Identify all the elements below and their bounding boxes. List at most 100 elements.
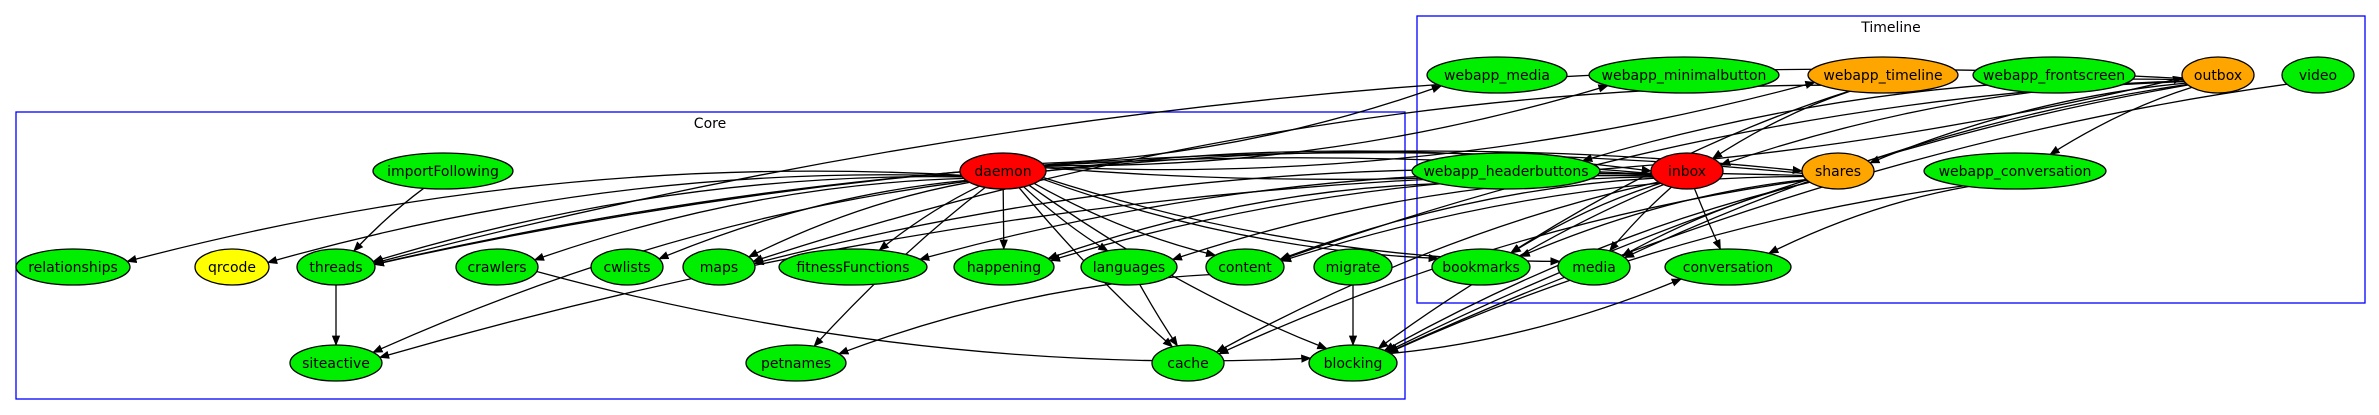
node-threads: threads <box>296 248 376 286</box>
node-importFollowing-shape <box>372 152 514 190</box>
node-webapp_headerbuttons-label: webapp_headerbuttons <box>1423 164 1588 180</box>
node-qrcode-label: qrcode <box>208 260 256 276</box>
node-bookmarks: bookmarks <box>1431 248 1531 286</box>
edge-daemon-to-happening <box>999 188 1008 251</box>
edge-daemon-to-threads <box>372 176 963 263</box>
node-shares-label: shares <box>1815 164 1861 180</box>
node-inbox-label: inbox <box>1668 164 1706 180</box>
node-threads-shape <box>296 248 376 286</box>
node-webapp_timeline: webapp_timeline <box>1807 56 1959 94</box>
node-petnames-shape <box>745 344 847 382</box>
node-webapp_frontscreen-shape <box>1972 56 2136 94</box>
node-cache: cache <box>1151 344 1225 382</box>
cluster-core: Core <box>15 111 1406 400</box>
node-relationships-shape <box>15 248 131 286</box>
node-daemon-shape <box>959 152 1047 190</box>
node-conversation-label: conversation <box>1683 260 1773 276</box>
edge-webapp_headerbuttons-to-happening <box>1047 183 1440 260</box>
node-languages-shape <box>1080 248 1178 286</box>
node-webapp_minimalbutton-label: webapp_minimalbutton <box>1602 68 1767 84</box>
edge-daemon-to-bookmarks <box>1041 178 1440 263</box>
node-video-label: video <box>2299 68 2337 84</box>
edge-outbox-to-blocking <box>1386 84 2189 353</box>
edge-webapp_conversation-to-blocking <box>1387 185 1964 354</box>
node-threads-label: threads <box>309 260 362 276</box>
edge-daemon-to-fitnessFunctions <box>878 185 980 251</box>
node-migrate-shape <box>1313 248 1393 286</box>
edge-outbox-to-webapp_conversation <box>2049 86 2192 155</box>
node-fitnessFunctions-shape <box>778 248 928 286</box>
edge-daemon-to-maps <box>747 181 970 258</box>
node-bookmarks-shape <box>1431 248 1531 286</box>
node-webapp_conversation: webapp_conversation <box>1923 152 2107 190</box>
nodes: webapp_media webapp_minimalbutton webapp_t… <box>15 56 2355 382</box>
edge-inbox-to-languages <box>1171 176 1654 261</box>
node-bookmarks-label: bookmarks <box>1442 260 1520 276</box>
edge-daemon-to-crawlers <box>533 177 964 261</box>
edges <box>126 68 2288 363</box>
node-webapp_media-label: webapp_media <box>1444 68 1550 84</box>
node-webapp_timeline-label: webapp_timeline <box>1823 68 1942 84</box>
node-qrcode: qrcode <box>194 248 270 286</box>
node-outbox-label: outbox <box>2194 68 2242 84</box>
node-happening-shape <box>953 248 1055 286</box>
edge-inbox-to-bookmarks <box>1510 182 1661 254</box>
node-crawlers-label: crawlers <box>467 260 526 276</box>
edge-daemon-to-qrcode <box>266 174 962 264</box>
node-migrate-label: migrate <box>1326 260 1381 276</box>
node-media-label: media <box>1572 260 1616 276</box>
node-cwlists-label: cwlists <box>603 260 650 276</box>
node-webapp_media: webapp_media <box>1426 56 1568 94</box>
edge-daemon-to-webapp_media <box>1041 85 1443 165</box>
node-relationships: relationships <box>15 248 131 286</box>
node-shares: shares <box>1801 152 1875 190</box>
node-cache-label: cache <box>1167 356 1208 372</box>
edge-blocking-to-conversation <box>1390 278 1683 355</box>
cluster-core-label: Core <box>694 116 726 132</box>
node-cache-shape <box>1151 344 1225 382</box>
node-importFollowing: importFollowing <box>372 152 514 190</box>
edge-daemon-to-webapp_timeline <box>1044 80 1816 171</box>
node-daemon: daemon <box>959 152 1047 190</box>
edge-inbox-to-media <box>1609 186 1672 252</box>
node-fitnessFunctions-label: fitnessFunctions <box>796 260 909 276</box>
node-blocking: blocking <box>1308 344 1398 382</box>
edge-daemon-to-content <box>1033 182 1217 258</box>
node-webapp_frontscreen-label: webapp_frontscreen <box>1983 68 2125 84</box>
edge-webapp_conversation-to-conversation <box>1767 185 1969 254</box>
node-maps: maps <box>682 248 756 286</box>
node-maps-label: maps <box>700 260 738 276</box>
node-importFollowing-label: importFollowing <box>387 164 499 180</box>
edge-inbox-to-cache <box>1215 181 1659 353</box>
node-conversation: conversation <box>1664 248 1792 286</box>
node-shares-shape <box>1801 152 1875 190</box>
node-webapp_minimalbutton-shape <box>1588 56 1780 94</box>
node-petnames: petnames <box>745 344 847 382</box>
edge-daemon-to-relationships <box>126 170 962 264</box>
node-happening: happening <box>953 248 1055 286</box>
node-content: content <box>1205 248 1285 286</box>
node-qrcode-shape <box>194 248 270 286</box>
edge-daemon-to-languages <box>1023 186 1109 252</box>
node-conversation-shape <box>1664 248 1792 286</box>
cluster-timeline-label: Timeline <box>1860 20 1921 36</box>
cluster-core-border <box>15 111 1406 400</box>
edge-importFollowing-to-threads <box>353 187 425 252</box>
edge-inbox-to-content <box>1279 177 1655 260</box>
node-webapp_conversation-label: webapp_conversation <box>1939 164 2092 180</box>
node-languages: languages <box>1080 248 1178 286</box>
edge-daemon-to-siteactive <box>372 180 968 353</box>
node-outbox: outbox <box>2181 56 2255 94</box>
node-cwlists: cwlists <box>590 248 664 286</box>
node-blocking-shape <box>1308 344 1398 382</box>
node-webapp_timeline-shape <box>1807 56 1959 94</box>
node-media-shape <box>1557 248 1631 286</box>
node-webapp_frontscreen: webapp_frontscreen <box>1972 56 2136 94</box>
node-siteactive: siteactive <box>289 344 383 382</box>
node-webapp_headerbuttons: webapp_headerbuttons <box>1411 152 1601 190</box>
node-outbox-shape <box>2181 56 2255 94</box>
node-media: media <box>1557 248 1631 286</box>
edge-outbox-to-threads <box>373 68 2183 265</box>
node-happening-label: happening <box>967 260 1041 276</box>
